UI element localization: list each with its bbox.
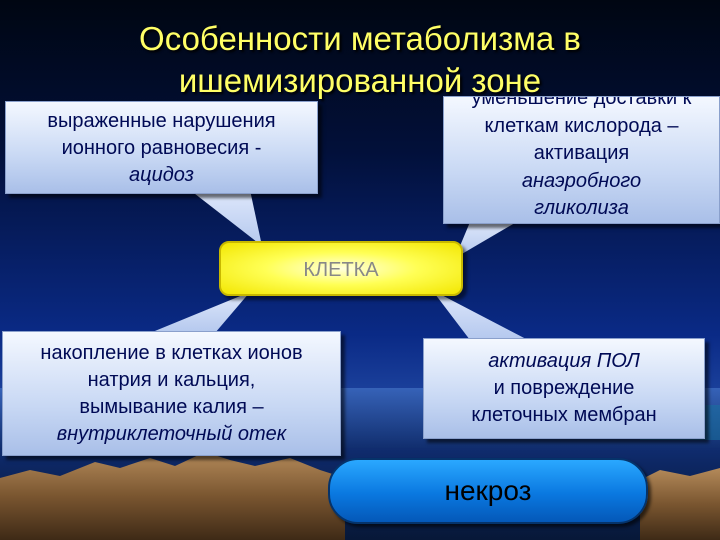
callout-text: натрия и кальция, [87, 368, 256, 391]
callout-text: выраженные нарушения [47, 110, 276, 132]
callout-text: вымывание калия – [79, 395, 264, 418]
callout-text: и повреждение [493, 377, 635, 399]
outcome-necrosis: некроз [328, 458, 648, 524]
mountains-right [640, 468, 720, 540]
callout-text: ацидоз [129, 164, 194, 186]
callout-text: ионного равновесия - [61, 137, 262, 159]
slide-title: Особенности метаболизма в ишемизированно… [60, 18, 660, 102]
callout-text: клеткам кислорода – [484, 114, 679, 137]
callout-text: внутриклеточный отек [56, 422, 287, 445]
tail-bottom-right [432, 290, 528, 340]
mountains [0, 452, 345, 540]
tail-top-left [190, 190, 262, 246]
callout-text: гликолиза [534, 197, 629, 219]
callout-ion-accumulation: накопление в клетках ионов натрия и каль… [2, 331, 341, 456]
tail-bottom-left [150, 292, 250, 333]
callout-text: анаэробного [521, 169, 642, 192]
title-line-1: Особенности метаболизма в [139, 20, 581, 57]
callout-text: активация [533, 142, 630, 164]
callout-text: накопление в клетках ионов [40, 341, 303, 364]
callout-oxygen-delivery: уменьшение доставки к клеткам кислорода … [443, 96, 720, 224]
title-line-2: ишемизированной зоне [178, 62, 542, 99]
callout-ion-imbalance: выраженные нарушения ионного равновесия … [5, 101, 318, 194]
center-node-cell: КЛЕТКА [219, 241, 463, 296]
callout-text: уменьшение доставки к [471, 96, 692, 109]
callout-lipid-peroxidation: активация ПОЛ и повреждение клеточных ме… [423, 338, 705, 439]
callout-text: клеточных мембран [471, 404, 657, 426]
tail-top-right [455, 220, 520, 258]
callout-text: активация ПОЛ [488, 350, 640, 372]
